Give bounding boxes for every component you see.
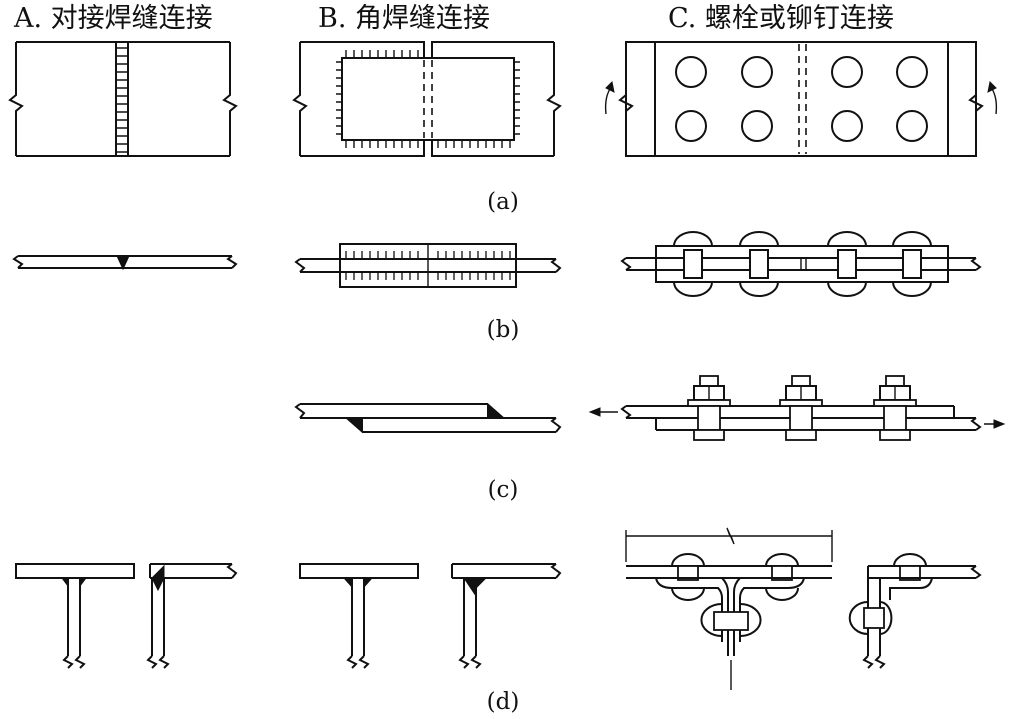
- label-row-a: (a): [487, 189, 519, 215]
- header-fillet-weld: B. 角焊缝连接: [318, 3, 491, 34]
- t-fillet-weld: [299, 563, 419, 669]
- fillet-weld-plan: [292, 41, 562, 157]
- butt-weld-section: [12, 255, 238, 271]
- bolt-plan: [604, 41, 998, 157]
- t-butt-weld: [15, 563, 135, 669]
- fillet-weld-section: [294, 243, 562, 288]
- bolt-2: [779, 375, 823, 441]
- header-butt-weld: A. 对接焊缝连接: [14, 3, 213, 34]
- bolted-lap: [588, 375, 1006, 441]
- lap-fillet-weld: [294, 402, 562, 434]
- corner-butt-weld: [146, 563, 238, 669]
- riveted-corner-joint: [848, 553, 982, 669]
- header-bolt-rivet: C. 螺栓或铆钉连接: [668, 3, 894, 34]
- bolt-1: [687, 375, 731, 441]
- bolt-3: [873, 375, 917, 441]
- label-row-d: (d): [486, 689, 520, 715]
- rivet-section: [620, 231, 982, 297]
- corner-fillet-weld: [451, 563, 562, 669]
- butt-weld-plan: [8, 41, 238, 157]
- label-row-b: (b): [486, 317, 520, 343]
- riveted-t-joint: [625, 527, 833, 690]
- butt-weld-hatch: [116, 47, 128, 153]
- label-row-c: (c): [487, 477, 519, 503]
